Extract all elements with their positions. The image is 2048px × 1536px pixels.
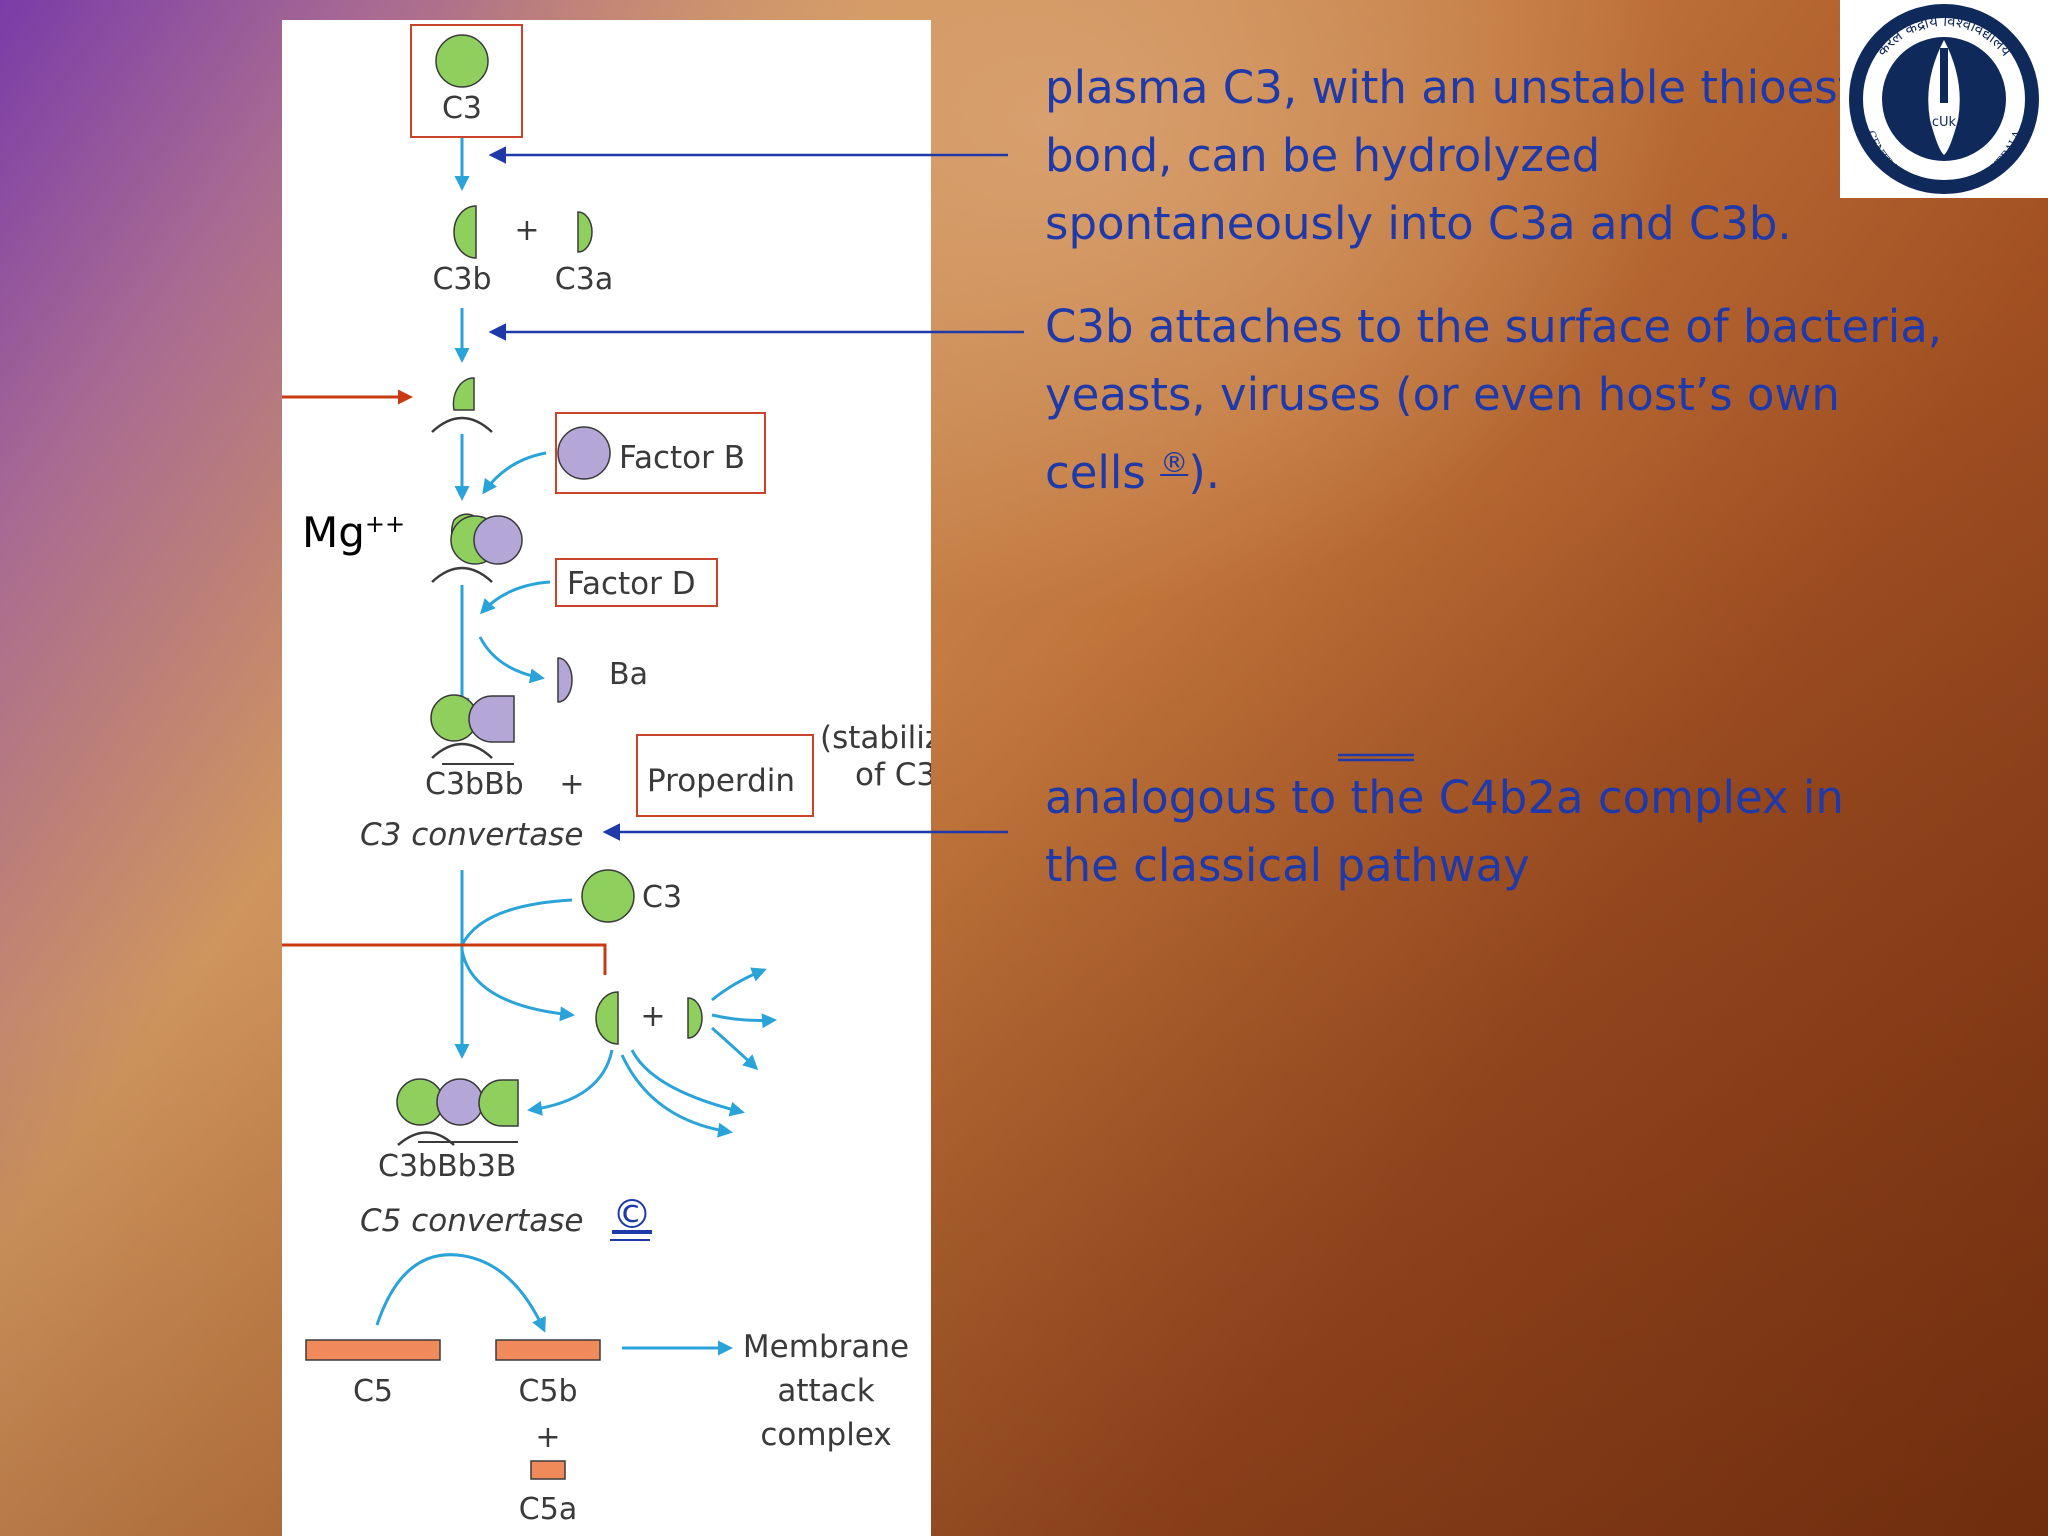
mac-label-line2: attack bbox=[777, 1373, 874, 1409]
c3-label: C3 bbox=[642, 880, 682, 915]
factor-b-box bbox=[555, 412, 766, 494]
c3b-label: C3b bbox=[432, 262, 491, 297]
plus-sign: + bbox=[514, 213, 539, 248]
c3-highlight-box bbox=[410, 24, 523, 138]
mg-text: Mg bbox=[302, 508, 365, 557]
mac-label-line3: complex bbox=[760, 1417, 891, 1453]
university-seal-icon: केरल केंद्रीय विश्वविद्यालय CENTRAL UNIV… bbox=[1849, 4, 2039, 194]
logo-mark-text: cUk bbox=[1932, 115, 1957, 130]
c3a-molecule-icon bbox=[577, 211, 593, 253]
properdin-label: Properdin bbox=[647, 763, 795, 799]
annotation-line: plasma C3, with an unstable thioester bbox=[1045, 61, 1902, 114]
annotation-c3-hydrolysis: plasma C3, with an unstable thioester bo… bbox=[1045, 54, 1902, 258]
c5a-label: C5a bbox=[519, 1492, 577, 1527]
annotation-c3b-attachment: C3b attaches to the surface of bacteria,… bbox=[1045, 293, 1942, 507]
bound-c3b-icon bbox=[452, 377, 475, 411]
properdin-box bbox=[636, 734, 814, 817]
factor-d-box bbox=[555, 558, 718, 607]
ba-fragment-icon bbox=[557, 657, 573, 703]
annotation-line: C3b attaches to the surface of bacteria, bbox=[1045, 300, 1943, 353]
c3-label: C3 bbox=[442, 91, 482, 126]
c3a-label: C3a bbox=[555, 262, 613, 297]
annotation-line: yeasts, viruses (or even host’s own bbox=[1045, 368, 1840, 421]
annotation-line: the classical pathway bbox=[1045, 839, 1530, 892]
alternative-pathway-diagram: C3 + C3b C3a Factor B Factor D Ba C3bBb … bbox=[282, 24, 931, 1527]
c3bbb-bb-icon bbox=[468, 695, 515, 743]
plus-sign: + bbox=[559, 767, 584, 802]
c3bbb3b-label: C3bBb3B bbox=[378, 1149, 516, 1184]
c3bbb-label: C3bBb bbox=[425, 767, 524, 802]
feedback-loop-line bbox=[282, 389, 607, 975]
annotation-line: cells ®). bbox=[1045, 429, 1942, 507]
c3b-molecule-icon bbox=[595, 991, 619, 1045]
factor-b-label: Factor B bbox=[619, 440, 745, 476]
diagram-panel: C3 + C3b C3a Factor B Factor D Ba C3bBb … bbox=[282, 20, 931, 1536]
mac-label-line1: Membrane bbox=[743, 1329, 909, 1365]
mg-label: Mg++ bbox=[302, 508, 405, 557]
c5-bar-icon bbox=[305, 1339, 441, 1361]
annotation-line: analogous to the C4b2a complex in bbox=[1045, 771, 1844, 824]
annotation-classical-analogy: analogous to the C4b2a complex in the cl… bbox=[1045, 764, 1844, 900]
c3-molecule-icon bbox=[435, 34, 489, 88]
c5b-bar-icon bbox=[495, 1339, 601, 1361]
c5a-bar-icon bbox=[530, 1460, 566, 1480]
annotation-line: bond, can be hydrolyzed bbox=[1045, 129, 1601, 182]
university-logo: केरल केंद्रीय विश्वविद्यालय CENTRAL UNIV… bbox=[1840, 0, 2048, 198]
mg-superscript: ++ bbox=[364, 510, 406, 538]
factor-d-label: Factor D bbox=[567, 566, 696, 602]
registered-symbol-link[interactable]: ® bbox=[1160, 446, 1189, 479]
c5-label: C5 bbox=[353, 1374, 393, 1409]
c5-convertase-c3b2-icon bbox=[478, 1079, 519, 1127]
c3a-molecule-icon bbox=[687, 997, 703, 1039]
plus-sign: + bbox=[535, 1420, 560, 1455]
factor-b-in-complex-icon bbox=[473, 515, 523, 565]
annotation-text: cells bbox=[1045, 446, 1161, 499]
c5-convertase-c3b-icon bbox=[396, 1078, 444, 1126]
c3-convertase-label: C3 convertase bbox=[360, 817, 583, 853]
c3b-molecule-icon bbox=[453, 205, 477, 259]
ba-label: Ba bbox=[609, 657, 648, 692]
c5b-label: C5b bbox=[518, 1374, 577, 1409]
c5-convertase-bb-icon bbox=[436, 1078, 484, 1126]
c3-molecule-icon bbox=[581, 869, 635, 923]
copyright-symbol-link[interactable]: © bbox=[612, 1192, 652, 1238]
c5-convertase-label: C5 convertase bbox=[360, 1203, 583, 1239]
stabilization-label-line1: (stabilization bbox=[820, 720, 931, 756]
plus-sign: + bbox=[640, 999, 665, 1034]
annotation-text: ). bbox=[1188, 446, 1221, 499]
annotation-line: spontaneously into C3a and C3b. bbox=[1045, 197, 1792, 250]
factor-b-icon bbox=[557, 426, 611, 480]
stabilization-label-line2: of C3bBb) bbox=[855, 757, 931, 793]
